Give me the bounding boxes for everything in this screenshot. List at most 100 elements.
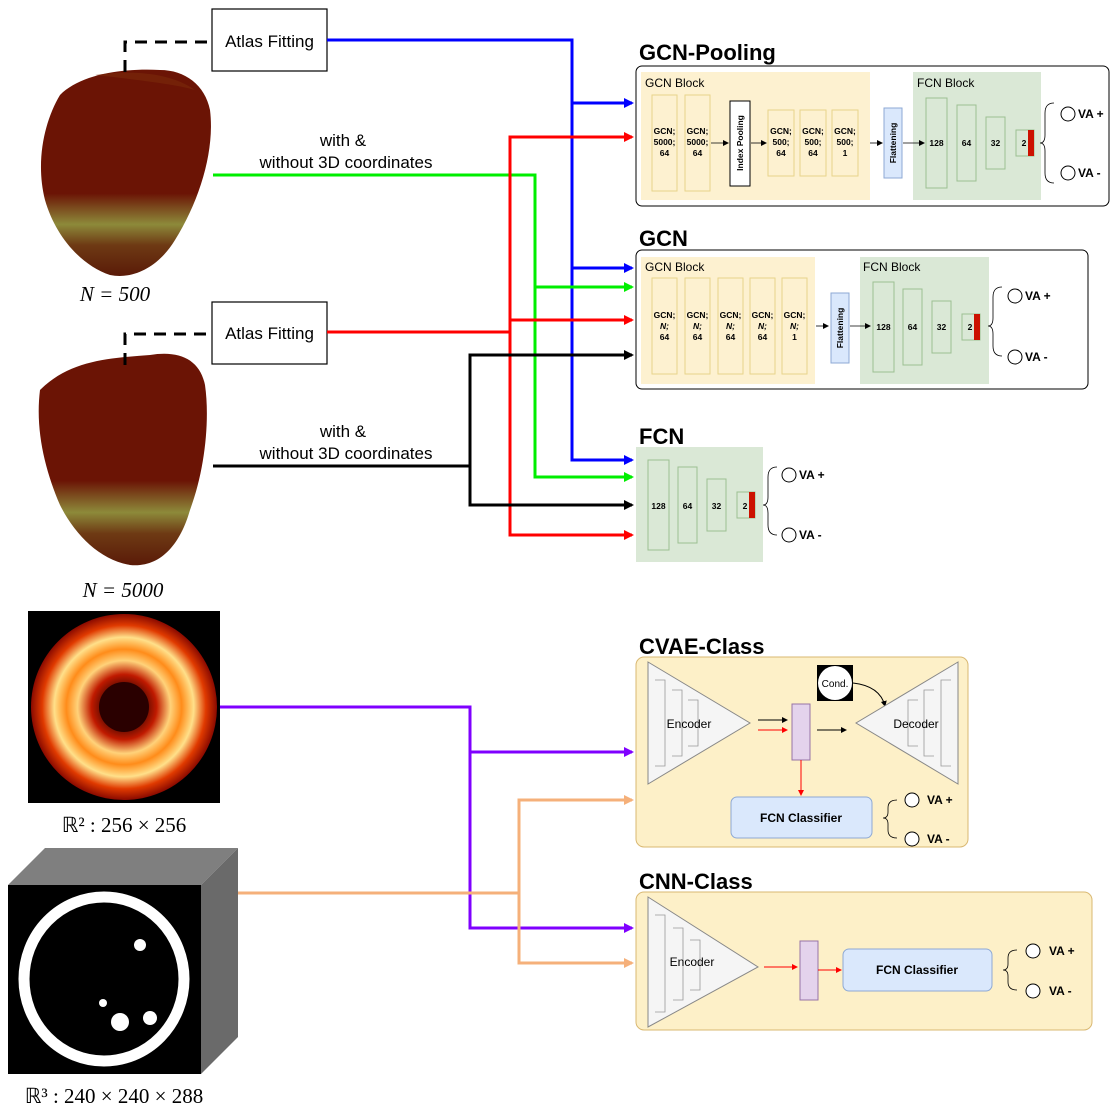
cnn-fcn-classifier — [842, 948, 993, 992]
atlas-fitting-label-2: Atlas Fitting — [225, 324, 314, 343]
polar-map-2d-image — [28, 611, 220, 803]
svg-text:64: 64 — [808, 148, 818, 158]
gcn-pooling-gcn-block-label: GCN Block — [645, 76, 705, 90]
green-line-to-fcn — [533, 287, 634, 482]
gcn-pooling-layers: GCN; 5000; 64 GCN; 5000; 64 Index Poolin… — [651, 94, 1035, 192]
svg-text:128: 128 — [876, 322, 890, 332]
img2d-label: ℝ² : 256 × 256 — [62, 813, 187, 837]
svg-text:500;: 500; — [772, 137, 789, 147]
heart-mesh-500-image — [40, 69, 211, 276]
svg-text:VA +: VA + — [799, 468, 825, 482]
without-label-2: without 3D coordinates — [259, 444, 433, 463]
svg-text:VA +: VA + — [1025, 289, 1051, 303]
svg-text:64: 64 — [660, 148, 670, 158]
blue-line-to-gcn-pooling — [327, 38, 634, 108]
svg-text:64: 64 — [726, 332, 736, 342]
svg-text:64: 64 — [908, 322, 918, 332]
svg-text:N;: N; — [790, 321, 799, 331]
volume-3d-image — [8, 848, 238, 1074]
red-line-to-fcn — [508, 320, 634, 540]
svg-text:GCN;: GCN; — [770, 126, 792, 136]
svg-text:Cond.: Cond. — [822, 679, 849, 690]
svg-text:64: 64 — [683, 501, 693, 511]
svg-text:64: 64 — [693, 148, 703, 158]
black-line-to-fcn — [468, 466, 634, 510]
gcn-fcn-block-label: FCN Block — [863, 260, 921, 274]
svg-text:Flattening: Flattening — [835, 308, 845, 349]
orange-line-to-cnn — [517, 893, 634, 968]
svg-text:64: 64 — [758, 332, 768, 342]
svg-text:128: 128 — [651, 501, 665, 511]
svg-text:128: 128 — [929, 138, 943, 148]
svg-text:FCN Classifier: FCN Classifier — [876, 963, 958, 977]
gcn-pooling-title: GCN-Pooling — [639, 40, 776, 65]
svg-text:GCN;: GCN; — [654, 126, 676, 136]
svg-text:1: 1 — [843, 148, 848, 158]
gcn-pooling-outputs: VA + VA - — [1039, 102, 1104, 184]
svg-text:64: 64 — [660, 332, 670, 342]
gcn-gcn-block-label: GCN Block — [645, 260, 705, 274]
mesh-n-500-label: N = 500 — [79, 282, 151, 306]
svg-text:2: 2 — [743, 501, 748, 511]
svg-text:2: 2 — [968, 322, 973, 332]
gcn-title: GCN — [639, 226, 688, 251]
svg-text:Decoder: Decoder — [893, 717, 938, 731]
svg-text:FCN Classifier: FCN Classifier — [760, 811, 842, 825]
img3d-label: ℝ³ : 240 × 240 × 288 — [25, 1084, 203, 1108]
svg-text:5000;: 5000; — [654, 137, 676, 147]
svg-text:500;: 500; — [836, 137, 853, 147]
svg-text:32: 32 — [937, 322, 947, 332]
svg-text:64: 64 — [693, 332, 703, 342]
svg-text:VA +: VA + — [927, 793, 953, 807]
orange-line-to-cvae — [238, 795, 634, 895]
gcn-outputs: VA + VA - — [987, 286, 1051, 365]
fcn-outputs: VA + VA - — [762, 466, 825, 543]
atlas-fitting-box-1: Atlas Fitting — [211, 8, 328, 72]
with-label-1: with & — [319, 131, 367, 150]
cvae-class-title: CVAE-Class — [639, 634, 765, 659]
svg-text:N;: N; — [726, 321, 735, 331]
fcn-title: FCN — [639, 424, 684, 449]
svg-text:64: 64 — [962, 138, 972, 148]
dashed-connector-1 — [123, 40, 210, 72]
svg-text:2: 2 — [1022, 138, 1027, 148]
cnn-latent — [799, 940, 819, 1001]
red-line-to-gcn-pooling — [327, 132, 634, 334]
cnn-encoder: Encoder — [647, 896, 759, 1028]
svg-text:32: 32 — [712, 501, 722, 511]
blue-line-to-fcn — [570, 268, 634, 465]
fcn-layers: 128 64 32 2 — [647, 459, 756, 551]
mesh-n-5000-label: N = 5000 — [82, 578, 164, 602]
svg-text:N;: N; — [758, 321, 767, 331]
svg-text:GCN;: GCN; — [784, 310, 806, 320]
cnn-outputs: VA + VA - — [1002, 943, 1075, 999]
svg-text:Flattening: Flattening — [888, 123, 898, 164]
svg-text:VA -: VA - — [1078, 166, 1101, 180]
svg-text:32: 32 — [991, 138, 1001, 148]
svg-text:GCN;: GCN; — [752, 310, 774, 320]
svg-text:500;: 500; — [804, 137, 821, 147]
cnn-class-title: CNN-Class — [639, 869, 753, 894]
svg-text:GCN;: GCN; — [802, 126, 824, 136]
cvae-latent — [791, 703, 811, 761]
cvae-encoder: Encoder — [647, 661, 751, 785]
svg-text:GCN;: GCN; — [720, 310, 742, 320]
blue-line-to-gcn — [570, 103, 634, 273]
cvae-cond: Cond. — [817, 665, 853, 701]
purple-line-to-cvae — [220, 705, 634, 757]
cvae-decoder: Decoder — [855, 661, 959, 785]
svg-text:GCN;: GCN; — [834, 126, 856, 136]
svg-text:VA -: VA - — [927, 832, 950, 846]
svg-text:GCN;: GCN; — [687, 126, 709, 136]
svg-text:Encoder: Encoder — [670, 955, 715, 969]
svg-text:Encoder: Encoder — [667, 717, 712, 731]
svg-text:VA -: VA - — [1025, 350, 1048, 364]
purple-line-to-cnn — [468, 752, 634, 933]
dashed-connector-2 — [123, 332, 210, 365]
svg-text:GCN;: GCN; — [654, 310, 676, 320]
without-label-1: without 3D coordinates — [259, 153, 433, 172]
cvae-outputs: VA + VA - — [882, 792, 953, 847]
index-pooling-label: Index Pooling — [735, 115, 745, 171]
svg-text:N;: N; — [693, 321, 702, 331]
